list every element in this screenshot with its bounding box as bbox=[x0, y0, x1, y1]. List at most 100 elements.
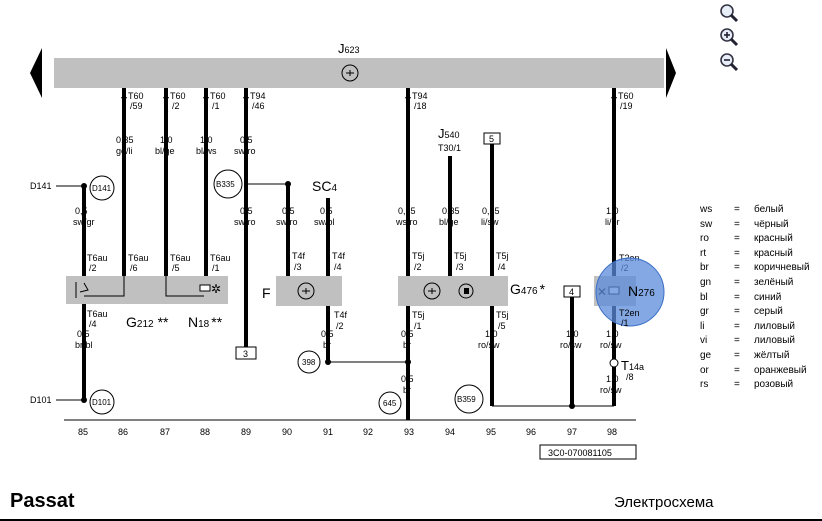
legend-row: gr=серый bbox=[700, 305, 810, 320]
connector-pin: /1 bbox=[621, 318, 629, 328]
wire-size: 1,0 bbox=[606, 329, 619, 339]
svg-text:87: 87 bbox=[160, 427, 170, 437]
arrow-right-icon[interactable] bbox=[666, 48, 676, 98]
connector-pin: /5 bbox=[498, 321, 506, 331]
t14a-label: T14a bbox=[621, 358, 644, 373]
svg-text:T60: T60 bbox=[170, 91, 186, 101]
svg-text:96: 96 bbox=[526, 427, 536, 437]
legend-name: лиловый bbox=[754, 320, 796, 332]
connector-label: T4f bbox=[334, 310, 348, 320]
legend-name: красный bbox=[754, 233, 793, 245]
svg-text:88: 88 bbox=[200, 427, 210, 437]
arrow-left-icon[interactable] bbox=[30, 48, 42, 98]
legend-row: ws=белый bbox=[700, 203, 810, 218]
j540-pin: T30/1 bbox=[438, 143, 461, 153]
j540-label: J540 bbox=[438, 126, 460, 141]
module-label: J623 bbox=[338, 41, 360, 56]
legend-code: sw bbox=[700, 218, 713, 230]
switch-symbol-icon bbox=[297, 282, 315, 300]
connector-label: T2en bbox=[619, 308, 640, 318]
legend-name: чёрный bbox=[754, 218, 789, 230]
svg-text:sw/ro: sw/ro bbox=[234, 146, 256, 156]
control-module-j623[interactable] bbox=[54, 58, 664, 88]
legend-row: li=лиловый bbox=[700, 320, 810, 335]
svg-text:T6au: T6au bbox=[210, 253, 231, 263]
svg-text:/1: /1 bbox=[212, 263, 220, 273]
wire-size: 0,5 bbox=[320, 206, 333, 216]
wire-color: br/bl bbox=[75, 340, 93, 350]
svg-text:/6: /6 bbox=[130, 263, 138, 273]
connector-label: T5j bbox=[454, 251, 467, 261]
svg-text:/2: /2 bbox=[414, 262, 422, 272]
wire-size: 1,0 bbox=[606, 374, 619, 384]
legend-name: синий bbox=[754, 291, 782, 303]
legend-row: bl = синий bbox=[700, 291, 810, 306]
ground-398-label: 398 bbox=[302, 358, 316, 367]
legend-name: оранжевый bbox=[754, 364, 807, 376]
ground-symbol-icon bbox=[341, 64, 359, 82]
svg-text:93: 93 bbox=[404, 427, 414, 437]
legend-eq: = bbox=[734, 262, 740, 274]
wire-size: 1,0 bbox=[566, 329, 579, 339]
legend-row: br=коричневый bbox=[700, 261, 810, 276]
legend-name: зелёный bbox=[754, 276, 794, 288]
connector-label: T4f bbox=[292, 251, 306, 261]
legend-code: bl bbox=[700, 291, 708, 303]
svg-text:0,5: 0,5 bbox=[240, 206, 253, 216]
legend-code: ge bbox=[700, 349, 712, 361]
d101-circle-label: D101 bbox=[92, 398, 112, 407]
svg-text:94: 94 bbox=[445, 427, 455, 437]
svg-text:90: 90 bbox=[282, 427, 292, 437]
b359-connector[interactable] bbox=[454, 384, 484, 414]
magnifier-icon[interactable] bbox=[718, 2, 740, 24]
connector-pin: /4 bbox=[89, 319, 97, 329]
legend-eq: = bbox=[734, 291, 740, 303]
svg-text:/46: /46 bbox=[252, 101, 265, 111]
box-5-label: 5 bbox=[489, 134, 494, 144]
svg-text:/18: /18 bbox=[414, 101, 427, 111]
connector-label: T5j bbox=[496, 310, 509, 320]
component-g476[interactable] bbox=[398, 276, 508, 306]
legend-name: серый bbox=[754, 306, 783, 318]
wire-size: 0,35 bbox=[482, 206, 500, 216]
svg-text:86: 86 bbox=[118, 427, 128, 437]
pin-group-89: T94 /46 0,5 sw/ro 0,5 sw/ro bbox=[234, 88, 266, 347]
svg-text:0,35: 0,35 bbox=[116, 135, 134, 145]
legend-name: красный bbox=[754, 247, 793, 259]
sc4-label: SC4 bbox=[312, 178, 337, 194]
legend-name: жёлтый bbox=[754, 349, 790, 361]
legend-eq: = bbox=[734, 379, 740, 391]
legend-eq: = bbox=[734, 320, 740, 332]
highlight-circle[interactable] bbox=[595, 257, 665, 327]
ground-398[interactable] bbox=[297, 350, 321, 374]
svg-text:1,0: 1,0 bbox=[200, 135, 213, 145]
legend-eq: = bbox=[734, 276, 740, 288]
g476-label: G476* bbox=[510, 281, 546, 297]
box-3 bbox=[235, 346, 257, 360]
pin-group-98: T60 /19 1,0 li/br T2en /2 bbox=[605, 88, 640, 276]
zoom-out-icon[interactable] bbox=[718, 51, 740, 73]
legend-name: коричневый bbox=[754, 262, 810, 274]
svg-text:91: 91 bbox=[323, 427, 333, 437]
legend-code: ro bbox=[700, 233, 709, 245]
legend-code: gr bbox=[700, 306, 709, 318]
n18-label: N18** bbox=[188, 314, 223, 330]
ground-645[interactable] bbox=[378, 391, 402, 415]
d101-connector[interactable] bbox=[89, 389, 115, 415]
wire-color: sw/ro bbox=[276, 217, 298, 227]
svg-text:T94: T94 bbox=[412, 91, 428, 101]
legend-code: vi bbox=[700, 335, 708, 347]
sensor-element-icon bbox=[458, 283, 474, 299]
box-4-label: 4 bbox=[569, 287, 574, 297]
legend-row: ro=красный bbox=[700, 232, 810, 247]
wire-size: 0,5 bbox=[282, 206, 295, 216]
d141-connector[interactable] bbox=[89, 175, 115, 201]
b335-connector[interactable] bbox=[213, 169, 243, 199]
connector-label: T6au bbox=[87, 253, 108, 263]
connector-pin: /1 bbox=[414, 321, 422, 331]
svg-text:T5j: T5j bbox=[412, 251, 425, 261]
connector-pin: /4 bbox=[334, 262, 342, 272]
zoom-in-icon[interactable] bbox=[718, 26, 740, 48]
wire-color: bl/ge bbox=[439, 217, 459, 227]
connector-pin: /4 bbox=[498, 262, 506, 272]
